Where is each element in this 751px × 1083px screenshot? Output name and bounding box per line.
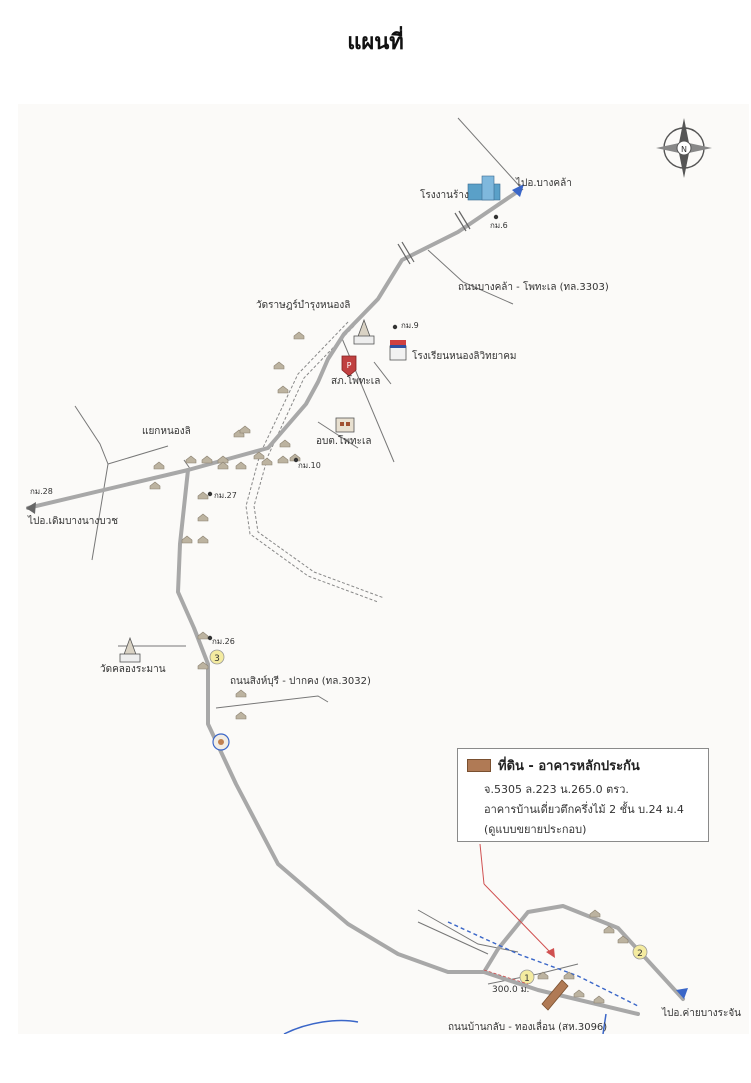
label-wat-khlong: วัดคลองระมาน bbox=[100, 664, 166, 675]
km-dots bbox=[207, 214, 499, 641]
arrow-west-icon bbox=[26, 502, 36, 514]
bottom-road-edges bbox=[283, 1013, 607, 1034]
legend-title: ที่ดิน - อาคารหลักประกัน bbox=[498, 759, 640, 774]
label-road-3032: ถนนสิงห์บุรี - ปากคง (ทล.3032) bbox=[230, 675, 371, 687]
roundabout-icon bbox=[212, 733, 230, 751]
legend-line-2: อาคารบ้านเดี่ยวตึกครึ่งไม้ 2 ชั้น บ.24 ม… bbox=[484, 803, 684, 816]
label-sao: อบต.โพทะเล bbox=[316, 434, 372, 447]
marker-2-label: 2 bbox=[637, 949, 643, 959]
map-canvas: P N 1 2 3 โรงงานร้าง ไ bbox=[26, 117, 741, 1034]
label-km9: กม.9 bbox=[401, 321, 419, 330]
label-km26: กม.26 bbox=[212, 637, 235, 646]
label-road-local: ถนนบ้านกลับ - ทองเลื่อน (สห.3096) bbox=[448, 1019, 607, 1033]
dashed-track bbox=[245, 321, 385, 603]
label-road-3303: ถนนบางคล้า - โพทะเล (ทล.3303) bbox=[458, 280, 609, 293]
label-police: สภ.โพทะเล bbox=[331, 374, 380, 387]
label-km10: กม.10 bbox=[298, 461, 321, 470]
marker-3-label: 3 bbox=[214, 654, 220, 664]
water-line bbox=[447, 921, 639, 1007]
page-title: แผนที่ bbox=[347, 30, 404, 55]
legend-pointer-line-2 bbox=[483, 883, 551, 953]
temple-wat-rat-icon bbox=[353, 318, 375, 345]
marker-2 bbox=[632, 944, 648, 960]
main-roads bbox=[26, 188, 685, 1016]
map-legend: ที่ดิน - อาคารหลักประกัน จ.5305 ล.223 น.… bbox=[457, 748, 709, 842]
svg-text:P: P bbox=[347, 361, 352, 370]
label-nong-li-junction: แยกหนองลิ bbox=[142, 426, 191, 437]
legend-swatch bbox=[467, 759, 491, 772]
subject-pin-icon bbox=[546, 948, 555, 958]
label-to-bang-khla: ไปอ.บางคล้า bbox=[515, 177, 572, 189]
minor-roads bbox=[74, 117, 579, 985]
label-km27: กม.27 bbox=[214, 491, 237, 500]
house-markers bbox=[149, 331, 629, 1004]
legend-pointer-line bbox=[479, 843, 485, 885]
factory-icon bbox=[467, 175, 501, 201]
legend-line-3: (ดูแบบขยายประกอบ) bbox=[484, 823, 587, 836]
location-map: P N 1 2 3 โรงงานร้าง ไ bbox=[18, 104, 749, 1034]
school-icon bbox=[389, 340, 407, 361]
distance-line bbox=[483, 969, 529, 985]
label-distance: 300.0 ม. bbox=[492, 985, 529, 995]
marker-3 bbox=[209, 649, 225, 665]
temple-wat-khlong-icon bbox=[119, 636, 141, 663]
road-breaks bbox=[397, 210, 471, 265]
label-factory: โรงงานร้าง bbox=[420, 188, 469, 201]
compass-north-label: N bbox=[681, 145, 687, 154]
label-km28: กม.28 bbox=[30, 487, 53, 496]
sao-office-icon bbox=[335, 417, 355, 433]
label-to-khai: ไปอ.ค่ายบางระจัน bbox=[661, 1007, 741, 1019]
marker-1-label: 1 bbox=[524, 974, 530, 984]
label-km6: กม.6 bbox=[490, 221, 508, 230]
arrow-to-khai-icon bbox=[676, 988, 688, 999]
police-station-icon: P bbox=[341, 355, 357, 377]
compass-icon bbox=[656, 118, 712, 178]
label-school: โรงเรียนหนองลิวิทยาคม bbox=[412, 349, 517, 362]
arrow-to-bang-khla-icon bbox=[512, 184, 524, 197]
subject-parcel bbox=[541, 979, 569, 1011]
label-wat-rat: วัดราษฎร์บำรุงหนองลิ bbox=[256, 299, 350, 311]
label-to-doem-bang: ไปอ.เดิมบางนางบวช bbox=[27, 515, 118, 527]
legend-line-1: จ.5305 ล.223 น.265.0 ตรว. bbox=[484, 783, 629, 796]
